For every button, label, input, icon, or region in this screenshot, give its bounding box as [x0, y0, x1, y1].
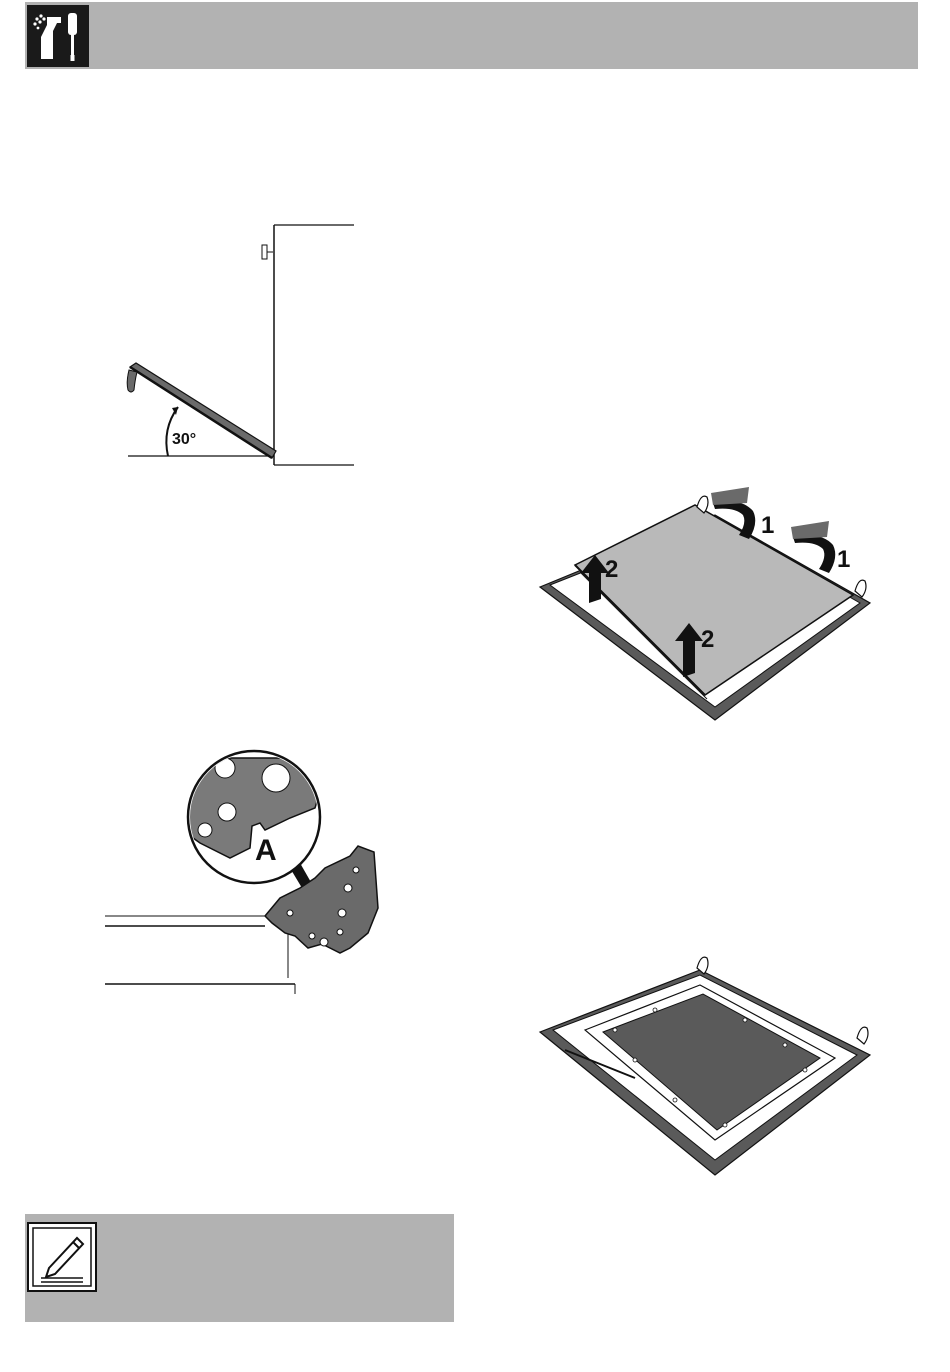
- step2-label-a: 2: [605, 556, 618, 583]
- cleaning-maintenance-icon: [27, 5, 89, 67]
- hinge-detail-figure: A: [100, 748, 390, 998]
- step2-label-b: 2: [701, 626, 714, 653]
- header-bar: [25, 2, 918, 69]
- pencil-note-icon: [27, 1222, 97, 1292]
- callout-label: A: [255, 834, 277, 867]
- door-frame-figure: [535, 940, 875, 1178]
- step1-label-a: 1: [761, 512, 774, 539]
- angle-label: 30°: [172, 431, 196, 448]
- door-angle-figure: 30°: [100, 215, 370, 475]
- step1-label-b: 1: [837, 546, 850, 573]
- panel-removal-figure: 1 1 2 2: [535, 475, 875, 730]
